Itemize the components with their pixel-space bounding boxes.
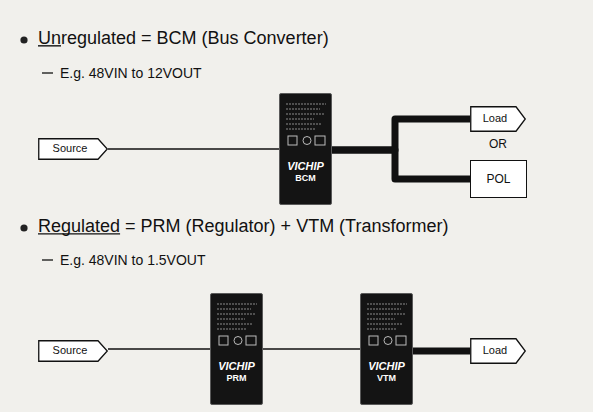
qr-mark [219, 336, 228, 345]
fine-print-mark [217, 329, 247, 330]
fine-print-mark [217, 314, 255, 315]
prm-module: VICHIPPRM [210, 293, 263, 405]
logo-mark [234, 337, 242, 345]
sub-bullet-dash [42, 72, 53, 73]
fine-print-mark [286, 109, 320, 110]
brand-logo: VICHIP [287, 160, 324, 173]
arrow-tag-shape [471, 339, 526, 364]
arrow-tag-shape [39, 139, 108, 160]
fine-print-mark [286, 104, 326, 105]
fine-print-mark [367, 319, 395, 320]
logo-mark [384, 337, 392, 345]
fine-print-mark [367, 314, 405, 315]
example-text: E.g. 48VIN to 1.5VOUT [60, 252, 206, 269]
fine-print-mark [286, 129, 316, 130]
input-wire [108, 348, 210, 349]
module-markings [361, 294, 412, 352]
fine-print-mark [286, 119, 314, 120]
load-tag: Load [470, 338, 526, 364]
qr-mark [369, 336, 378, 345]
node-label: Source [53, 142, 88, 155]
module-markings [211, 294, 262, 352]
module-name: PRM [227, 373, 247, 384]
module-name: VTM [377, 373, 396, 384]
fine-print-mark [367, 304, 407, 305]
fine-print-mark [217, 304, 257, 305]
node-label: POL [486, 172, 510, 186]
source-tag: Source [38, 340, 108, 362]
or-label: OR [489, 137, 507, 151]
input-wire [263, 348, 360, 349]
fine-print-mark [286, 114, 324, 115]
vtm-module: VICHIPVTM [360, 293, 413, 405]
qr-mark [288, 136, 297, 145]
brand-logo: VICHIP [368, 360, 405, 373]
cert-mark [396, 336, 406, 345]
power-bus [332, 150, 470, 179]
input-wire [108, 148, 279, 149]
node-label: Load [483, 344, 507, 357]
arrow-tag-shape [39, 341, 108, 362]
fine-print-mark [367, 324, 403, 325]
cert-mark [315, 136, 325, 145]
fine-print-mark [367, 309, 401, 310]
brand-logo: VICHIP [218, 360, 255, 373]
logo-mark [303, 137, 311, 145]
fine-print-mark [217, 309, 251, 310]
load-tag: Load [470, 106, 526, 132]
fine-print-mark [367, 329, 397, 330]
bcm-module: VICHIPBCM [279, 93, 332, 205]
example-text: E.g. 48VIN to 12VOUT [60, 65, 202, 82]
bullet-dot [20, 224, 27, 231]
module-name: BCM [295, 173, 316, 184]
module-markings [280, 94, 331, 152]
cert-mark [246, 336, 256, 345]
fine-print-mark [217, 324, 253, 325]
fine-print-mark [217, 319, 245, 320]
power-bus [332, 119, 470, 150]
arrow-tag-shape [471, 107, 526, 132]
sub-bullet-dash [42, 259, 53, 260]
source-tag: Source [38, 138, 108, 160]
power-bus [413, 348, 470, 355]
bullet-dot [20, 36, 27, 43]
fine-print-mark [286, 124, 322, 125]
node-label: Load [483, 112, 507, 125]
node-label: Source [53, 344, 88, 357]
bullet-heading: Unregulated = BCM (Bus Converter) [38, 28, 329, 50]
bullet-heading: Regulated = PRM (Regulator) + VTM (Trans… [38, 216, 448, 238]
pol-box: POL [470, 160, 527, 198]
